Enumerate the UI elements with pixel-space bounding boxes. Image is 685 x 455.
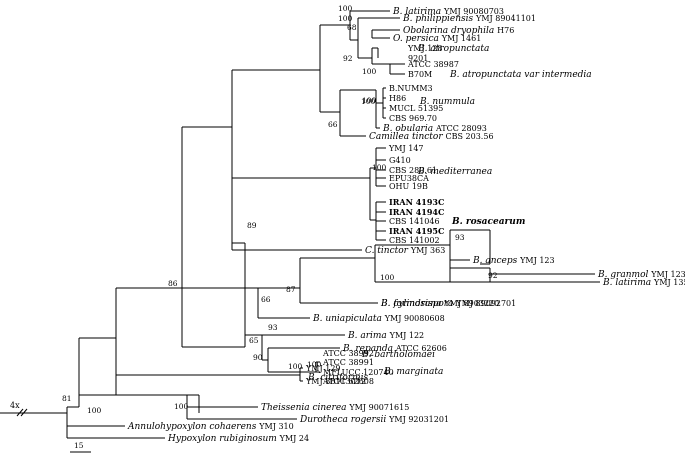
bootstrap-value: 81 bbox=[62, 394, 72, 403]
scale-label: 15 bbox=[74, 441, 84, 450]
bootstrap-value: 100 bbox=[174, 402, 189, 411]
taxon-label: Theissenia cinerea YMJ 90071615 bbox=[261, 403, 409, 413]
taxon-label: B. obularia ATCC 28093 bbox=[382, 124, 487, 134]
taxon-label: B. granmol YMJ 123 bbox=[597, 270, 685, 280]
taxon-label: MUCL 51395 bbox=[389, 104, 443, 113]
taxon-label: YMJ 88113012 bbox=[305, 377, 366, 386]
bootstrap-value: 92 bbox=[343, 54, 353, 63]
clade-label: B. atropunctata var intermedia bbox=[449, 70, 592, 80]
taxon-label: CBS 141046 bbox=[389, 217, 440, 226]
taxon-label: B. uniapiculata YMJ 90080608 bbox=[312, 314, 445, 324]
bootstrap-value: 68 bbox=[347, 23, 357, 32]
taxon-label: IRAN 4193C bbox=[389, 197, 444, 207]
bootstrap-value: 93 bbox=[455, 233, 465, 242]
taxon-label: G410 bbox=[389, 156, 411, 165]
bootstrap-value: 100 bbox=[380, 273, 395, 282]
bootstrap-value: 100 bbox=[338, 14, 353, 23]
taxon-label: H86 bbox=[389, 94, 406, 103]
bootstrap-value: 89 bbox=[247, 221, 257, 230]
taxon-label: B70M bbox=[408, 70, 432, 79]
taxon-label: B. repanda ATCC 62606 bbox=[342, 344, 447, 354]
bootstrap-value: 65 bbox=[249, 336, 259, 345]
taxon-label: Durotheca rogersii YMJ 92031201 bbox=[299, 415, 449, 425]
taxon-label: B. formosana YMJ 8903220 bbox=[380, 299, 499, 309]
taxon-label: Annulohypoxylon cohaerens YMJ 310 bbox=[127, 422, 294, 432]
bootstrap-value: 100 bbox=[307, 360, 322, 369]
bootstrap-value: 66 bbox=[328, 120, 338, 129]
taxon-label: Hypoxylon rubiginosum YMJ 24 bbox=[167, 434, 309, 444]
clade-label: B. rosacearum bbox=[451, 217, 525, 227]
taxon-label: Obolarina dryophila H76 bbox=[403, 26, 514, 36]
taxon-label: 9201 bbox=[408, 54, 428, 63]
taxon-label: CBS 280.61 bbox=[389, 166, 437, 175]
scale-bar: 15 bbox=[70, 441, 91, 453]
taxon-label: ATCC 62608 bbox=[322, 377, 374, 386]
bootstrap-value: 86 bbox=[168, 279, 178, 288]
taxon-label: YMJ 147 bbox=[388, 144, 424, 153]
bootstrap-value: 100 bbox=[87, 406, 102, 415]
bootstrap-value: 90 bbox=[253, 353, 263, 362]
taxon-label: B. philippiensis YMJ 89041101 bbox=[402, 14, 536, 24]
taxon-label: EPU38CA bbox=[389, 174, 429, 183]
taxon-label: ATCC 38992 bbox=[322, 349, 374, 358]
clade-label: B. bartholomaei bbox=[361, 350, 435, 360]
clade-label: B. mediterranea bbox=[417, 167, 492, 177]
taxon-label: B. arima YMJ 122 bbox=[347, 331, 424, 341]
bootstrap-value: 100 bbox=[361, 97, 376, 106]
bootstrap-value: 100 bbox=[288, 362, 303, 371]
bootstrap-value: 100 bbox=[372, 163, 387, 172]
taxon-label: CBS 141002 bbox=[389, 236, 440, 245]
taxon-label: B. latirima YMJ 90080703 bbox=[392, 7, 504, 17]
long-branch-break: 4x bbox=[10, 401, 28, 417]
taxon-label: CBS 969.70 bbox=[389, 114, 437, 123]
taxon-label: YMJ 129 bbox=[305, 364, 341, 373]
bootstrap-value: 93 bbox=[268, 323, 278, 332]
bootstrap-value: 66 bbox=[261, 295, 271, 304]
clade-label: B. marginata bbox=[383, 367, 443, 377]
taxon-label: IRAN 4194C bbox=[389, 207, 444, 217]
bootstrap-value: 92 bbox=[488, 271, 498, 280]
taxon-label: ATCC 38991 bbox=[322, 358, 374, 367]
taxon-label: B. cylindrispora YMJ 89092701 bbox=[380, 299, 516, 309]
taxon-label: B. latirima YMJ 135 bbox=[602, 278, 685, 288]
taxon-label: YMJ 128 bbox=[407, 44, 443, 53]
taxon-label: ATCC 38987 bbox=[407, 60, 459, 69]
break-label: 4x bbox=[10, 401, 20, 410]
taxon-label: Camillea tinctor CBS 203.56 bbox=[369, 132, 494, 142]
bootstrap-value: 100 bbox=[362, 67, 377, 76]
taxon-label: O. persica YMJ 1461 bbox=[393, 34, 481, 44]
taxon-label: OHU 19B bbox=[389, 182, 428, 191]
clade-label: B. atropunctata bbox=[417, 44, 489, 54]
clade-label: B. nummula bbox=[419, 97, 475, 107]
bootstrap-value: 100 bbox=[362, 96, 377, 105]
bootstrap-value: 87 bbox=[286, 285, 296, 294]
tree-branches bbox=[0, 10, 600, 439]
taxon-label: B. anceps YMJ 123 bbox=[472, 256, 555, 266]
taxon-label: MFLUCC 120740 bbox=[323, 368, 394, 377]
bootstrap-value: 100 bbox=[338, 4, 353, 13]
taxon-label: C. tinctor YMJ 363 bbox=[365, 246, 445, 256]
taxon-label: IRAN 4195C bbox=[389, 226, 444, 236]
clade-label: B. citriformis bbox=[307, 373, 369, 383]
taxon-label: B.NUMM3 bbox=[389, 84, 433, 93]
